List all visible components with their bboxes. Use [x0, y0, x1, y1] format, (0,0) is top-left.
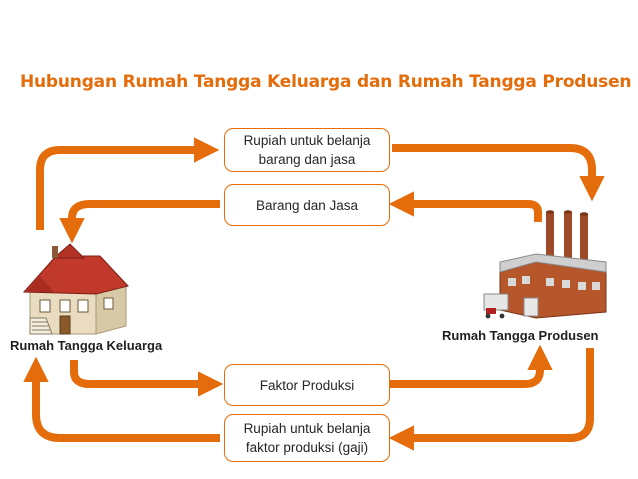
household-label: Rumah Tangga Keluarga: [10, 338, 163, 353]
factory-icon: [483, 210, 607, 319]
arrow-factors-to-producer: [390, 344, 553, 388]
house-icon: [22, 243, 129, 335]
arrow-wages-to-household: [23, 356, 220, 442]
arrow-goods-to-household: [59, 200, 220, 244]
arrow-wages-from-producer: [388, 348, 594, 451]
arrow-spending-to-producer: [392, 144, 605, 202]
arrow-spending-to-box: [36, 137, 220, 230]
box-money-spending: Rupiah untuk belanja barang dan jasa: [224, 128, 390, 172]
producer-label: Rumah Tangga Produsen: [442, 328, 599, 343]
box-factors-production: Faktor Produksi: [224, 364, 390, 406]
arrow-factors-to-box: [70, 360, 224, 397]
box-goods-services: Barang dan Jasa: [224, 184, 390, 226]
box-money-wages: Rupiah untuk belanja faktor produksi (ga…: [224, 414, 390, 462]
page-title: Hubungan Rumah Tangga Keluarga dan Rumah…: [20, 72, 632, 92]
arrow-goods-from-producer: [388, 191, 542, 222]
